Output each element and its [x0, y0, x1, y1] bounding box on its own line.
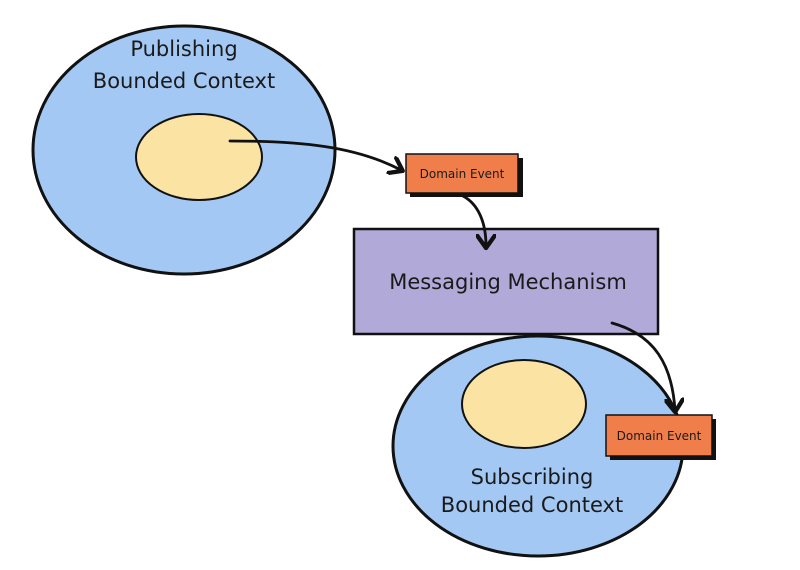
published-domain-event: Domain Event: [405, 153, 523, 197]
published-event-box: [405, 153, 519, 194]
publishing-context-label-line1: Publishing: [130, 37, 237, 61]
messaging-mechanism: Messaging Mechanism: [352, 227, 660, 336]
received-domain-event: Domain Event: [605, 414, 716, 460]
publishing-context: Publishing Bounded Context: [31, 24, 337, 276]
publishing-context-label-line2: Bounded Context: [93, 69, 275, 93]
subscribing-context-label-line1: Subscribing: [471, 465, 594, 489]
arrow-event-to-messaging: [461, 194, 486, 246]
subscribing-context: Subscribing Bounded Context: [391, 334, 685, 558]
publishing-aggregate: [135, 113, 263, 201]
messaging-mechanism-box: [352, 227, 660, 336]
arrow-messaging-to-event: [610, 321, 675, 410]
arrow-aggregate-to-event: [228, 139, 401, 170]
messaging-mechanism-label: Messaging Mechanism: [389, 270, 627, 294]
published-event-label: Domain Event: [420, 167, 505, 181]
received-event-label: Domain Event: [617, 429, 702, 443]
subscribing-context-label-line2: Bounded Context: [441, 493, 623, 517]
received-event-box: [605, 414, 713, 457]
subscribing-aggregate: [461, 359, 587, 449]
